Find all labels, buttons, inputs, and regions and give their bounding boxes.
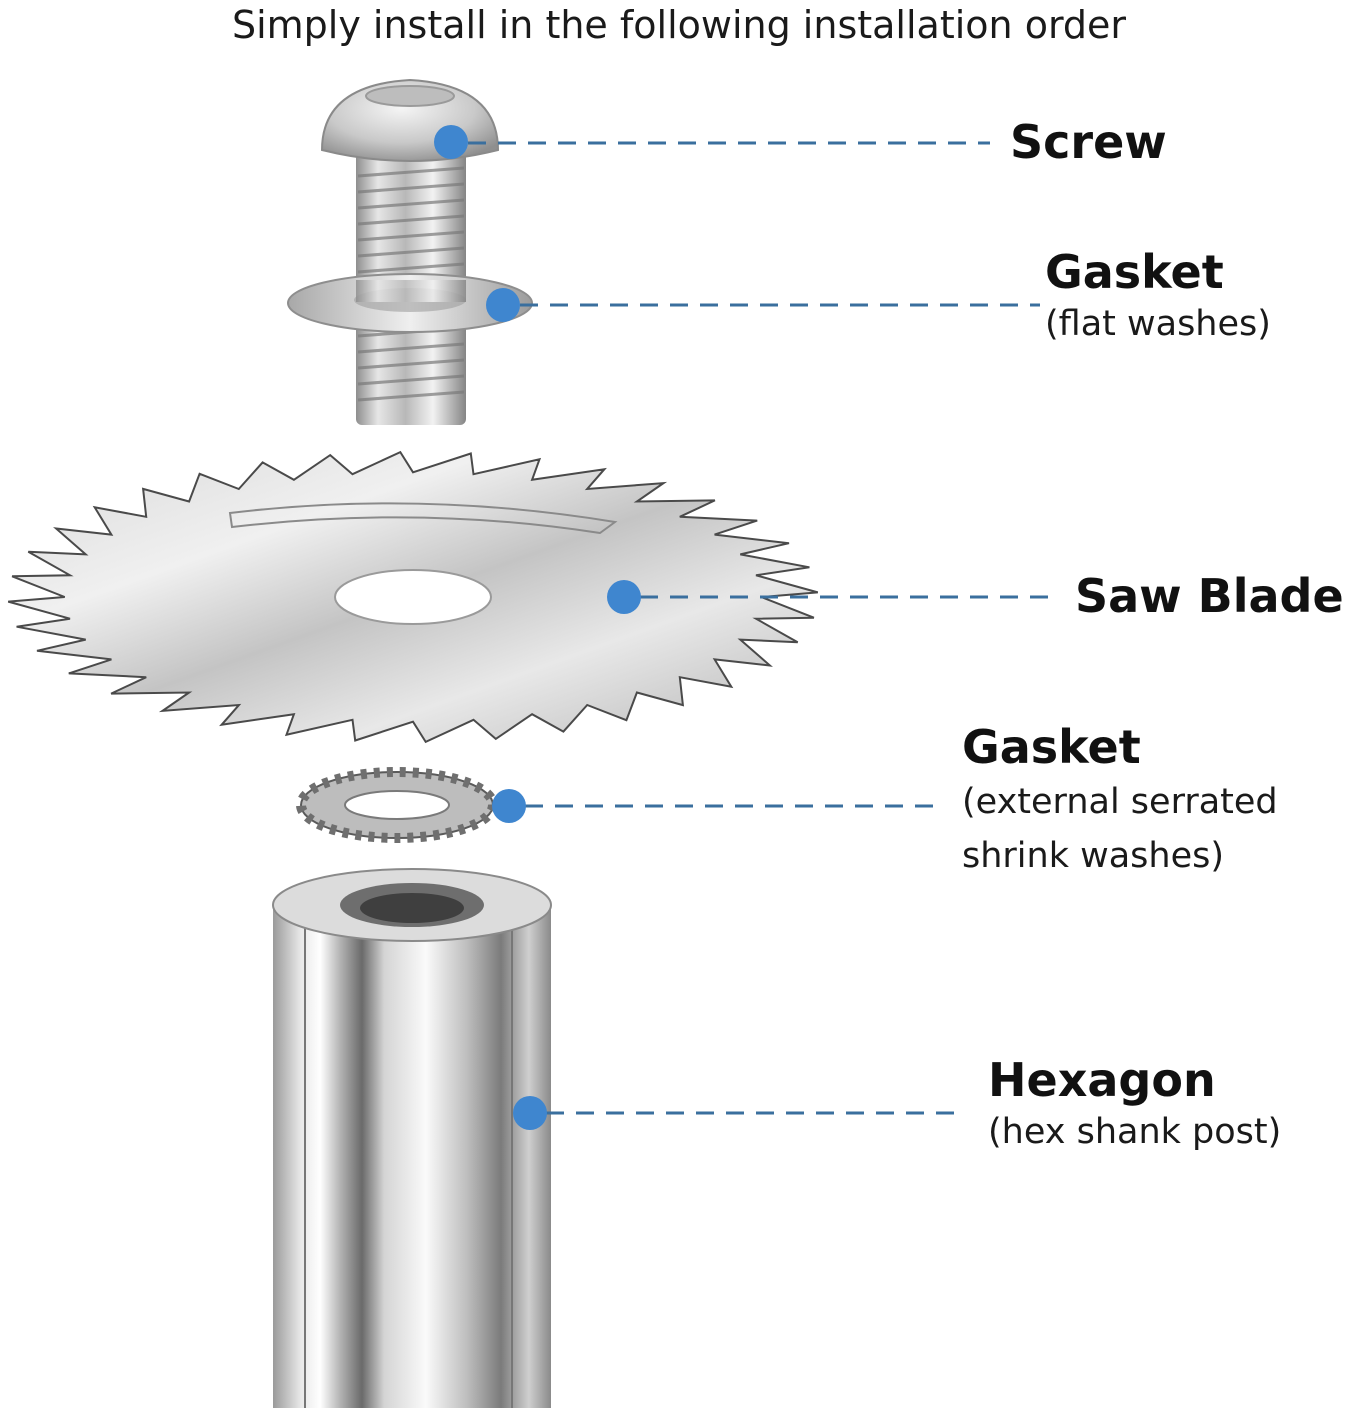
hexagon-marker-dot xyxy=(513,1096,547,1130)
screw-illustration xyxy=(320,78,500,425)
serrated-gasket-note: (external serrated shrink washes) xyxy=(962,782,1278,876)
screw-label: Screw xyxy=(1010,115,1167,169)
screw-marker-dot xyxy=(434,125,468,159)
serrated-washer-illustration xyxy=(296,767,498,843)
hexagon-label: Hexagon xyxy=(988,1053,1216,1107)
saw-blade-callout: Saw Blade xyxy=(1075,568,1344,624)
flat-gasket-note: (flat washes) xyxy=(1045,304,1271,344)
flat-gasket-callout: Gasket (flat washes) xyxy=(1045,244,1271,348)
flat-gasket-marker-dot xyxy=(486,288,520,322)
saw-blade-illustration xyxy=(7,450,819,744)
serrated-gasket-callout: Gasket (external serrated shrink washes) xyxy=(962,719,1278,883)
hexagon-callout: Hexagon (hex shank post) xyxy=(988,1052,1281,1156)
saw-blade-marker-dot xyxy=(607,580,641,614)
serrated-gasket-label: Gasket xyxy=(962,720,1141,774)
serrated-gasket-marker-dot xyxy=(492,789,526,823)
flat-washer-illustration xyxy=(287,273,533,333)
diagram-title: Simply install in the following installa… xyxy=(231,3,1127,47)
flat-gasket-label: Gasket xyxy=(1045,245,1224,299)
hexagon-note: (hex shank post) xyxy=(988,1112,1282,1152)
saw-blade-label: Saw Blade xyxy=(1075,569,1344,623)
screw-callout: Screw xyxy=(1010,114,1167,170)
hex-shank-illustration xyxy=(272,868,552,1408)
